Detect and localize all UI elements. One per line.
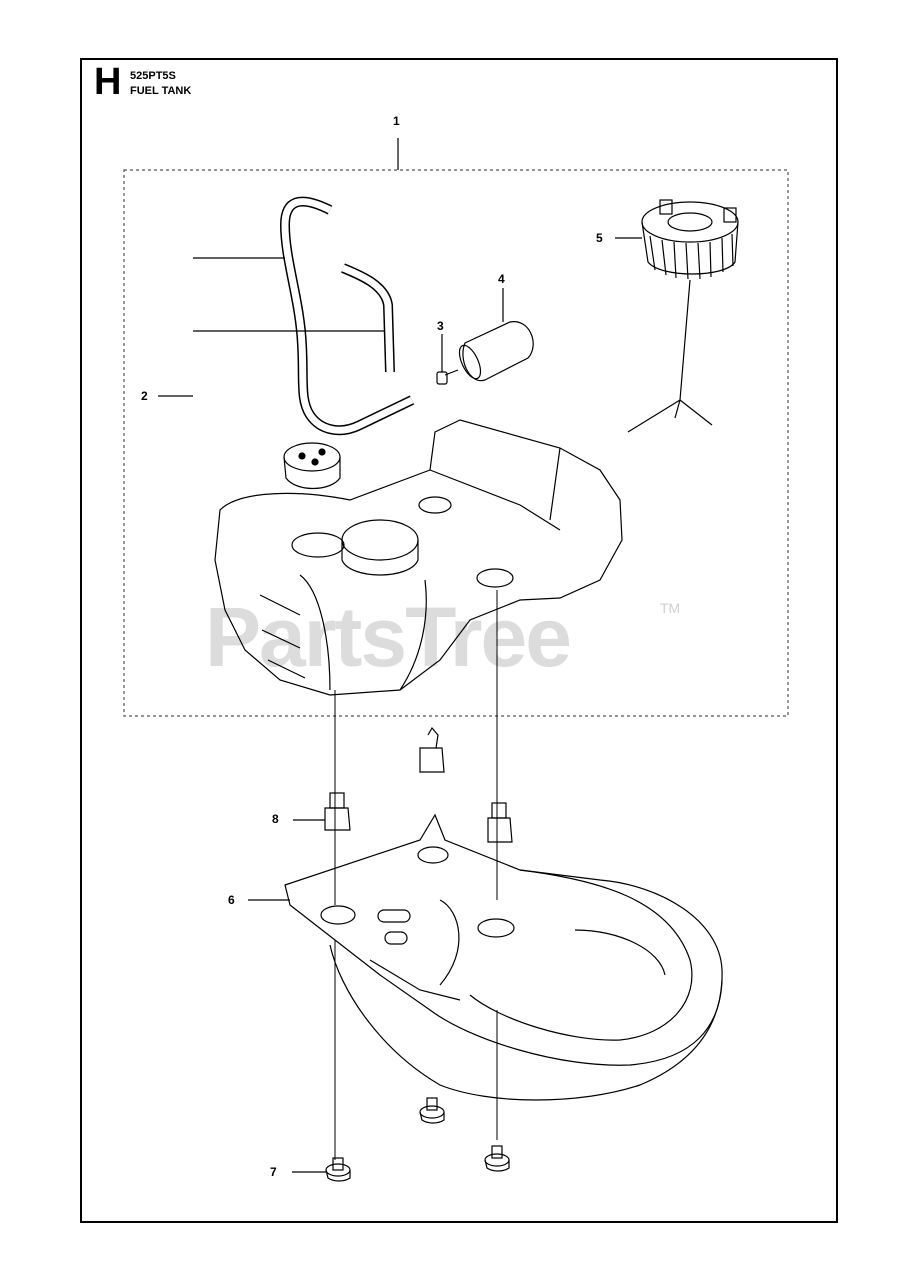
fuel-cap-part <box>615 199 739 433</box>
diagram-title: FUEL TANK <box>130 85 192 97</box>
callout-1: 1 <box>393 114 400 128</box>
callout-5: 5 <box>596 231 603 245</box>
diagram-border <box>80 58 838 1223</box>
screw-part <box>325 1097 510 1182</box>
callout-7: 7 <box>270 1165 277 1179</box>
callout-6: 6 <box>228 893 235 907</box>
callout-3: 3 <box>437 319 444 333</box>
fuel-hose-part <box>279 196 415 436</box>
hose-clip-part <box>436 334 448 385</box>
callout-8: 8 <box>272 812 279 826</box>
callout-4: 4 <box>498 272 505 286</box>
tank-plug-part <box>283 442 341 489</box>
section-letter: H <box>94 61 122 103</box>
assembly-group-box <box>123 169 789 717</box>
rubber-mount-part <box>324 726 513 843</box>
callout-2: 2 <box>141 389 148 403</box>
handle-bracket-part <box>284 813 723 1101</box>
model-number: 525PT5S <box>130 70 176 82</box>
watermark-trademark: TM <box>660 600 681 616</box>
fuel-filter-part <box>444 288 534 382</box>
watermark-text: PartsTree <box>205 590 572 684</box>
fuel-tank-body <box>214 419 623 696</box>
